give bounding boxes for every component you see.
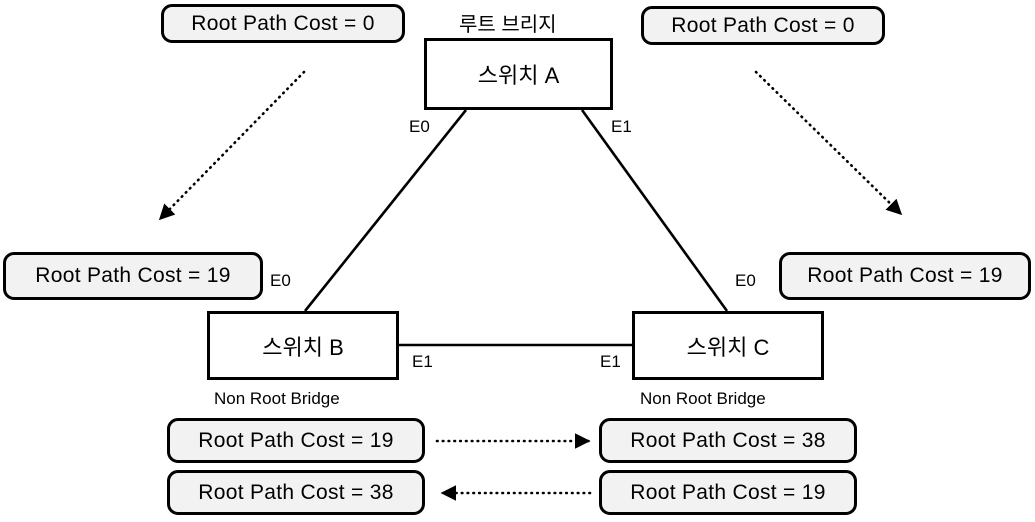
switch-b-role-label: Non Root Bridge [214,389,340,408]
cost-box-bottom-left-second: Root Path Cost = 38 [167,470,425,515]
port-label-b-e1: E1 [412,352,433,371]
cost-box-mid-left: Root Path Cost = 19 [3,252,263,300]
switch-node-a[interactable]: 스위치 A [424,38,613,110]
switch-node-c[interactable]: 스위치 C [632,311,824,380]
port-label-b-e0: E0 [270,271,291,290]
switch-node-b[interactable]: 스위치 B [207,311,399,380]
switch-c-role-label: Non Root Bridge [640,389,766,408]
cost-box-mid-right: Root Path Cost = 19 [779,252,1031,300]
root-bridge-label: 루트 브리지 [459,14,557,36]
pointer-arrow-top-right [754,70,903,216]
port-label-c-e1: E1 [600,352,621,371]
cost-box-bottom-left-first: Root Path Cost = 19 [167,418,425,463]
cost-box-top-left: Root Path Cost = 0 [161,4,405,43]
port-label-a-e1: E1 [611,117,632,136]
port-label-c-e0: E0 [735,271,756,290]
link-a-to-c [580,109,729,312]
cost-box-top-right: Root Path Cost = 0 [641,6,885,45]
cost-box-bottom-right-second: Root Path Cost = 19 [599,470,857,515]
link-a-to-b [303,109,468,312]
pointer-arrow-top-left [158,70,306,221]
cost-box-bottom-right-first: Root Path Cost = 38 [599,418,857,463]
port-label-a-e0: E0 [409,117,430,136]
